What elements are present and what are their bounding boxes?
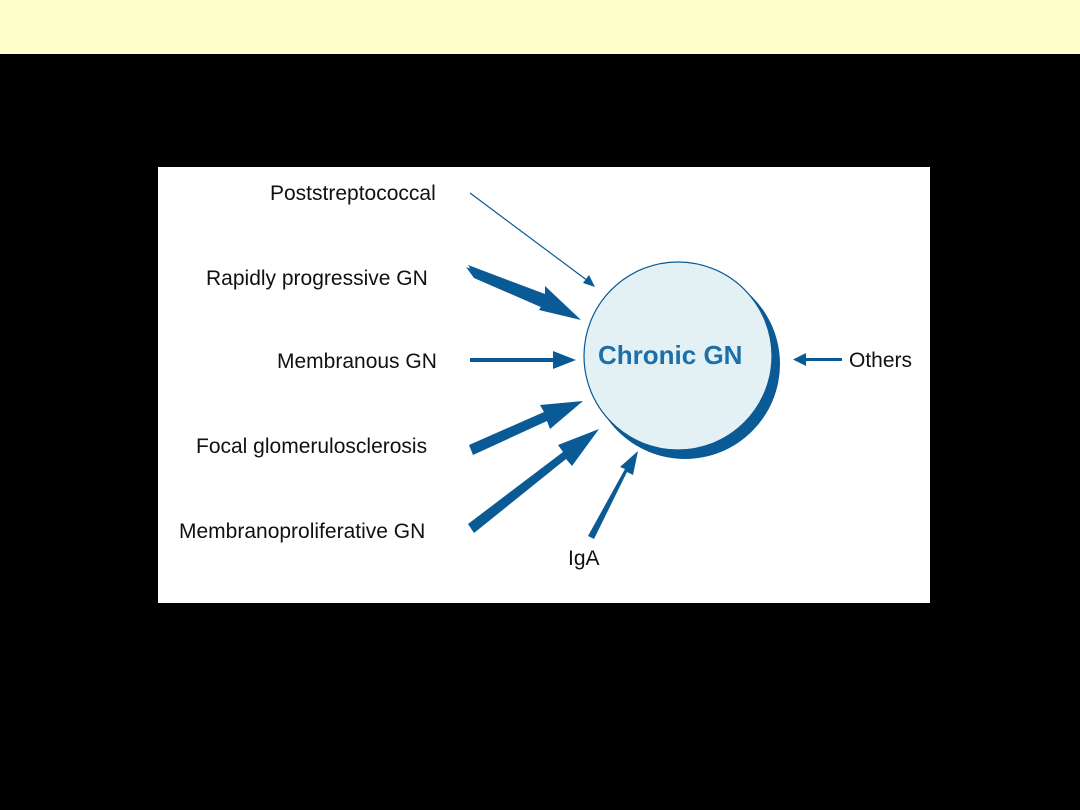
arrow-focal-glomerulosclerosis bbox=[469, 401, 583, 455]
center-circle bbox=[583, 261, 773, 451]
arrow-others bbox=[793, 353, 842, 366]
label-poststreptococcal: Poststreptococcal bbox=[270, 182, 436, 205]
diagram-canvas bbox=[466, 192, 842, 539]
arrow-iga bbox=[588, 451, 638, 539]
diagram-panel: Poststreptococcal Rapidly progressive GN… bbox=[158, 167, 930, 603]
arrow-poststreptococcal bbox=[469, 192, 595, 287]
top-band bbox=[0, 0, 1080, 54]
center-label: Chronic GN bbox=[598, 340, 743, 370]
arrow-membranoproliferative-gn bbox=[468, 429, 599, 533]
label-iga: IgA bbox=[568, 547, 600, 570]
arrow-membranous-gn bbox=[470, 351, 576, 369]
label-membranoproliferative-gn: Membranoproliferative GN bbox=[179, 520, 426, 543]
label-rapidly-progressive-gn: Rapidly progressive GN bbox=[206, 267, 428, 290]
label-membranous-gn: Membranous GN bbox=[277, 350, 437, 373]
arrow-rapidly-progressive-gn bbox=[466, 265, 581, 320]
label-focal-glomerulosclerosis: Focal glomerulosclerosis bbox=[196, 435, 428, 458]
label-others: Others bbox=[849, 349, 913, 372]
